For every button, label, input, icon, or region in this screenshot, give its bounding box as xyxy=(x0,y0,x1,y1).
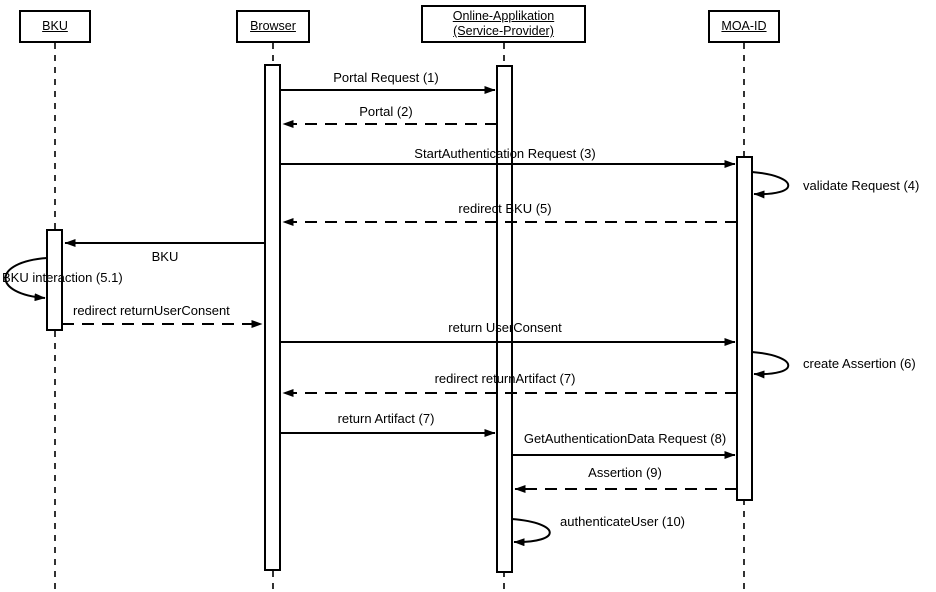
lifeline-box-browser[interactable]: Browser xyxy=(236,10,310,43)
message-arrows xyxy=(4,86,790,547)
message-label-return-artifact: return Artifact (7) xyxy=(337,411,435,426)
message-label-assertion: Assertion (9) xyxy=(588,465,662,480)
message-label-portal-request: Portal Request (1) xyxy=(333,70,439,85)
message-label-bku: BKU xyxy=(151,249,179,264)
lifeline-label-bku: BKU xyxy=(42,19,68,33)
lifeline-label-moa-id: MOA-ID xyxy=(721,19,767,33)
message-label-startauthentication-request: StartAuthentication Request (3) xyxy=(414,146,596,161)
lifeline-box-moa-id[interactable]: MOA-ID xyxy=(708,10,780,43)
message-label-bku-interaction: BKU interaction (5.1) xyxy=(2,270,123,285)
activation-bar-online-applikation xyxy=(496,65,513,573)
message-label-getauthenticationdata-request: GetAuthenticationData Request (8) xyxy=(523,431,727,446)
message-label-redirect-returnartifact: redirect returnArtifact (7) xyxy=(434,371,576,386)
activation-bar-browser xyxy=(264,64,281,571)
message-label-authenticateuser: authenticateUser (10) xyxy=(560,514,686,529)
lifeline-label-online-applikation: Online-Applikation (Service-Provider) xyxy=(452,9,555,38)
lifeline-box-bku[interactable]: BKU xyxy=(19,10,91,43)
message-label-redirect-bku: redirect BKU (5) xyxy=(458,201,552,216)
activation-bars xyxy=(46,64,753,573)
activation-bar-bku xyxy=(46,229,63,331)
message-arrow-create-assertion xyxy=(751,351,790,379)
message-arrow-authenticateuser xyxy=(511,518,551,547)
message-label-redirect-returnuserconsent: redirect returnUserConsent xyxy=(73,303,230,318)
lifeline-label-browser: Browser xyxy=(250,19,296,33)
message-arrow-validate-request xyxy=(751,171,790,199)
message-arrow-bku-interaction xyxy=(4,257,48,302)
message-label-create-assertion: create Assertion (6) xyxy=(803,356,916,371)
activation-bar-moa-id xyxy=(736,156,753,501)
lifeline-box-online-applikation[interactable]: Online-Applikation (Service-Provider) xyxy=(421,5,586,43)
message-label-validate-request: validate Request (4) xyxy=(803,178,920,193)
message-label-return-userconsent: return UserConsent xyxy=(448,320,562,335)
message-label-portal: Portal (2) xyxy=(359,104,413,119)
